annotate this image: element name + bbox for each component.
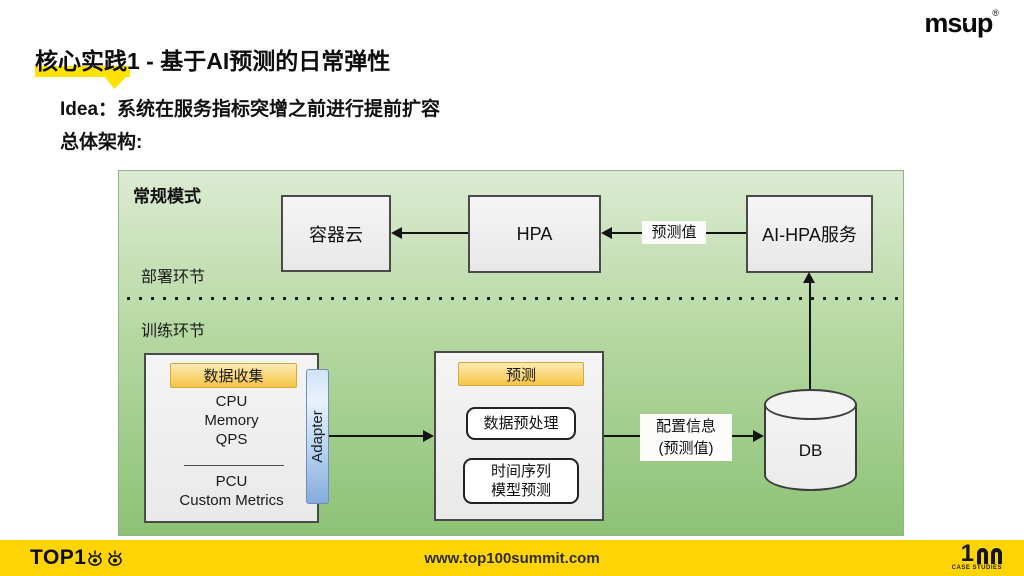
step-timeseries-model: 时间序列 模型预测: [463, 458, 579, 504]
phase-divider-dotted-line: [127, 297, 899, 300]
prediction-header: 预测: [458, 362, 584, 386]
logo-100-zero-icon: [977, 548, 988, 564]
eyes-icon: [88, 550, 123, 566]
top100-logo: TOP1: [30, 540, 126, 576]
metric-memory: Memory: [204, 412, 259, 429]
logo-100: 1: [952, 540, 1002, 567]
db-label: DB: [798, 441, 823, 460]
metrics-divider: [184, 465, 284, 466]
footer-bar: TOP1 www.top100summit.com 1 CASE STUDIES: [0, 540, 1024, 576]
node-db: DB: [764, 389, 857, 491]
train-phase-label: 训练环节: [141, 323, 206, 340]
arrow-adapter-to-prediction: [329, 435, 424, 437]
data-collection-header: 数据收集: [170, 363, 297, 388]
config-info-line2: (预测值): [658, 440, 714, 457]
step-timeseries-line1: 时间序列: [490, 463, 551, 480]
case-studies-label: CASE STUDIES: [951, 565, 1002, 571]
edge-label-config-info: 配置信息 (预测值): [640, 414, 732, 461]
msup-logo: msup®: [924, 8, 999, 39]
idea-line: Idea：系统在服务指标突增之前进行提前扩容: [60, 99, 441, 120]
title-highlight: [35, 66, 130, 77]
node-adapter: Adapter: [306, 369, 329, 504]
top1-text: TOP1: [30, 546, 87, 569]
msup-up-arrow-icon: u: [961, 8, 977, 38]
deploy-phase-label: 部署环节: [141, 269, 206, 286]
node-prediction: 预测 数据预处理 时间序列 模型预测: [434, 351, 604, 521]
step-timeseries-line2: 模型预测: [490, 482, 551, 499]
metric-qps: QPS: [215, 431, 248, 448]
logo-100-zero-icon: [991, 548, 1002, 564]
arrowhead-db-to-aihpa: [803, 272, 815, 283]
node-ai-hpa-service: AI-HPA服务: [746, 195, 873, 273]
registered-mark: ®: [992, 8, 999, 18]
db-cylinder-top: [764, 389, 857, 420]
title-highlight-tail: [104, 76, 127, 89]
architecture-label: 总体架构:: [60, 132, 143, 153]
adapter-label: Adapter: [309, 410, 327, 463]
metric-custom: Custom Metrics: [179, 492, 284, 509]
footer-url: www.top100summit.com: [424, 549, 600, 567]
metric-cpu: CPU: [215, 393, 248, 410]
edge-label-prediction-value: 预测值: [642, 221, 706, 244]
arrow-hpa-to-container-cloud: [402, 232, 468, 234]
metric-pcu: PCU: [215, 473, 248, 490]
node-hpa: HPA: [468, 195, 601, 273]
mode-label: 常规模式: [133, 187, 201, 206]
architecture-diagram: 常规模式 容器云 HPA AI-HPA服务 预测值 部署环节 训练环节 数据收集…: [118, 170, 904, 536]
page-title: 核心实践1 - 基于AI预测的日常弹性: [35, 48, 391, 74]
arrowhead-hpa-to-container-cloud: [391, 227, 402, 239]
logo-100-one: 1: [960, 540, 974, 567]
arrowhead-prediction-to-db: [753, 430, 764, 442]
msup-logo-p: p: [976, 8, 993, 38]
arrowhead-adapter-to-prediction: [423, 430, 434, 442]
config-info-line1: 配置信息: [655, 418, 716, 435]
arrow-db-to-aihpa: [809, 282, 811, 389]
node-container-cloud: 容器云: [281, 195, 391, 272]
msup-logo-ms: ms: [924, 8, 962, 38]
arrowhead-aihpa-to-hpa: [601, 227, 612, 239]
node-data-collection: 数据收集 CPU Memory QPS PCU Custom Metrics: [144, 353, 319, 523]
step-data-preprocessing: 数据预处理: [466, 407, 576, 440]
case-studies-logo: 1 CASE STUDIES: [951, 540, 1002, 571]
